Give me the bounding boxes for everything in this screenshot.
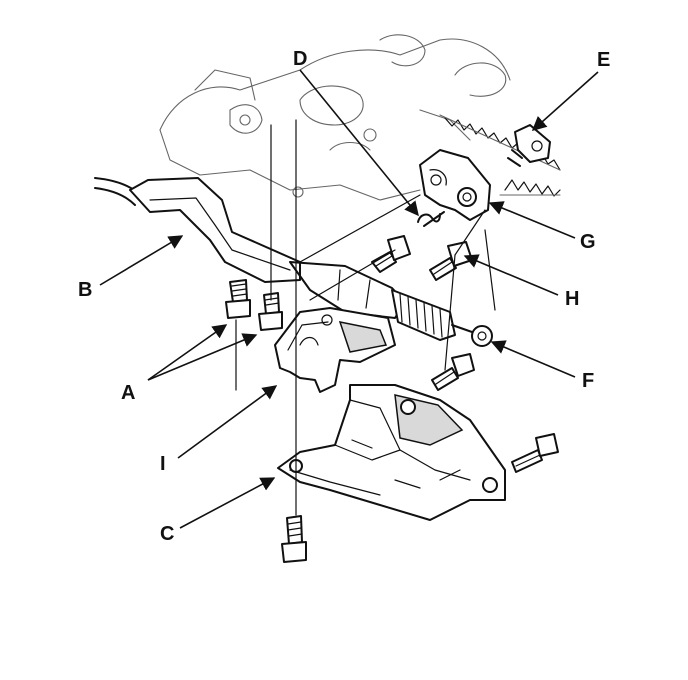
lock-pin [417,211,445,227]
cable-bracket [274,307,396,393]
callout-leaders [99,69,599,529]
bottom-bolt [281,515,307,563]
callout-a: A [121,382,135,404]
callout-f: F [582,370,594,392]
shift-lever-bracket [419,149,491,221]
mount-bolts [225,279,283,331]
callout-c: C [160,523,174,545]
callout-e: E [597,49,610,71]
callout-h: H [565,288,579,310]
alignment-lines [235,119,496,516]
shift-cable [94,177,493,347]
transmission-mount-bracket [277,384,506,521]
callout-g: G [580,231,596,253]
background-engine-outline [159,34,511,201]
callout-i: I [160,453,166,475]
callout-b: B [78,279,92,301]
callout-d: D [293,48,307,70]
side-bolt [511,433,559,473]
clip-part [507,124,551,167]
